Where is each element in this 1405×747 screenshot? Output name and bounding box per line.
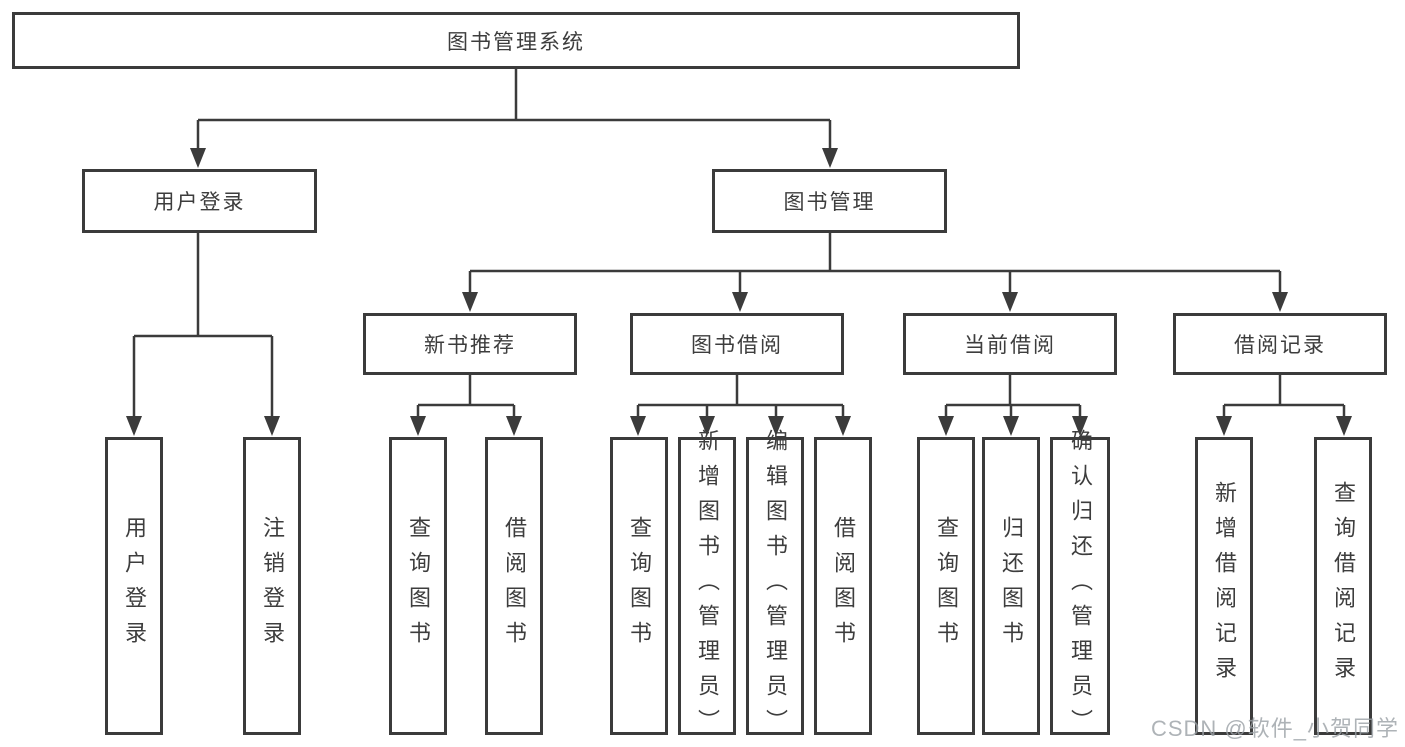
leaf-add-book-admin-label: 新增图书（管理员）: [695, 428, 720, 744]
node-user-login-label: 用户登录: [153, 191, 246, 214]
node-new-book-recommend: 新书推荐: [363, 313, 577, 375]
leaf-edit-book-admin: 编辑图书（管理员）: [746, 429, 804, 744]
node-borrow-records-label: 借阅记录: [1234, 334, 1326, 357]
node-library-system-label: 图书管理系统: [447, 30, 585, 54]
leaf-logout: 注销登录: [243, 437, 301, 735]
leaf-borrow-books: 借阅图书: [814, 437, 872, 735]
leaf-user-login: 用户登录: [105, 437, 163, 735]
leaf-edit-book-admin-label: 编辑图书（管理员）: [763, 428, 788, 744]
leaf-query-books-current: 查询图书: [917, 437, 975, 735]
node-book-management: 图书管理: [712, 169, 947, 233]
leaf-add-borrow-record-label: 新增借阅记录: [1212, 481, 1237, 691]
leaf-add-borrow-record: 新增借阅记录: [1195, 437, 1253, 735]
leaf-return-books-label: 归还图书: [999, 516, 1024, 656]
leaf-confirm-return-admin-label: 确认归还（管理员）: [1068, 428, 1093, 744]
node-book-borrow: 图书借阅: [630, 313, 844, 375]
leaf-query-books-recommend: 查询图书: [389, 437, 447, 735]
leaf-query-books-current-label: 查询图书: [934, 516, 959, 656]
leaf-confirm-return-admin: 确认归还（管理员）: [1050, 429, 1110, 744]
leaf-query-borrow-record-label: 查询借阅记录: [1331, 481, 1356, 691]
leaf-query-borrow-record: 查询借阅记录: [1314, 437, 1372, 735]
node-user-login: 用户登录: [82, 169, 317, 233]
leaf-borrow-books-recommend: 借阅图书: [485, 437, 543, 735]
leaf-logout-label: 注销登录: [260, 516, 285, 656]
watermark: CSDN @软件_小贺同学: [1150, 716, 1399, 741]
leaf-borrow-books-label: 借阅图书: [831, 516, 856, 656]
node-book-borrow-label: 图书借阅: [691, 334, 783, 357]
node-new-book-recommend-label: 新书推荐: [424, 334, 516, 357]
leaf-query-books-borrow: 查询图书: [610, 437, 668, 735]
leaf-query-books-recommend-label: 查询图书: [406, 516, 431, 656]
leaf-user-login-label: 用户登录: [122, 516, 147, 656]
leaf-return-books: 归还图书: [982, 437, 1040, 735]
node-library-system: 图书管理系统: [12, 12, 1020, 69]
leaf-borrow-books-recommend-label: 借阅图书: [502, 516, 527, 656]
leaf-add-book-admin: 新增图书（管理员）: [678, 429, 736, 744]
node-borrow-records: 借阅记录: [1173, 313, 1387, 375]
node-book-management-label: 图书管理: [783, 191, 876, 214]
leaf-query-books-borrow-label: 查询图书: [627, 516, 652, 656]
node-current-borrow-label: 当前借阅: [964, 334, 1056, 357]
node-current-borrow: 当前借阅: [903, 313, 1117, 375]
